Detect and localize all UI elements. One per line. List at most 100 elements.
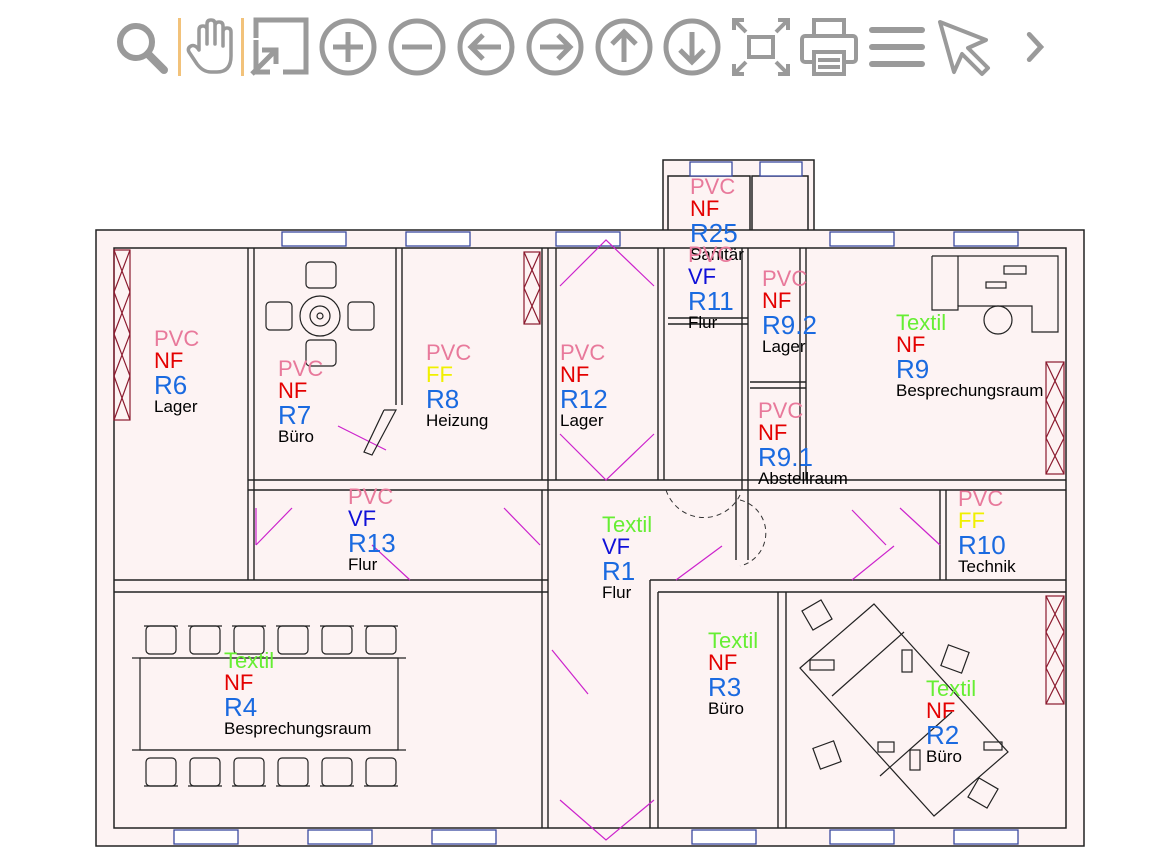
floor-class: NF <box>926 698 956 723</box>
round-table <box>265 261 375 367</box>
office-desks <box>799 599 1009 817</box>
floor-class: FF <box>958 508 985 533</box>
room-label-r2[interactable]: Textil NF R2 Büro <box>926 676 977 766</box>
arrow-left-icon[interactable] <box>455 16 517 78</box>
room-name: Lager <box>762 337 806 356</box>
floor-type: PVC <box>688 242 734 267</box>
zoom-out-icon[interactable] <box>386 16 448 78</box>
room-label-r8[interactable]: PVC FF R8 Heizung <box>426 340 489 430</box>
room-id: R1 <box>602 556 636 586</box>
floor-type: Textil <box>708 628 759 653</box>
floor-class: NF <box>690 196 720 221</box>
floor-type: PVC <box>758 398 804 423</box>
interior-walls <box>114 248 1066 828</box>
room-label-r9[interactable]: Textil NF R9 Besprechungsraum <box>896 310 1044 400</box>
floor-type: Textil <box>224 648 275 673</box>
room-name: Flur <box>348 555 378 574</box>
room-id: R11 <box>688 286 734 316</box>
door-swings <box>255 239 941 841</box>
room-name: Technik <box>958 557 1016 576</box>
room-name: Abstellraum <box>758 469 848 488</box>
windows <box>173 161 1019 845</box>
room-name: Flur <box>602 583 632 602</box>
outer-walls <box>95 159 1085 847</box>
room-id: R9 <box>896 354 930 384</box>
floor-type: PVC <box>348 484 394 509</box>
room-label-r10[interactable]: PVC FF R10 Technik <box>958 486 1016 576</box>
room-label-r6[interactable]: PVC NF R6 Lager <box>154 328 199 416</box>
room-id: R6 <box>154 370 188 400</box>
floor-class: NF <box>758 420 788 445</box>
viewer-toolbar <box>0 0 1176 100</box>
room-label-r13[interactable]: PVC VF R13 Flur <box>348 484 396 574</box>
zoom-in-icon[interactable] <box>317 16 379 78</box>
room-label-r4[interactable]: Textil NF R4 Besprechungsraum <box>224 648 371 738</box>
floor-type: Textil <box>926 676 977 701</box>
floor-type: Textil <box>602 512 653 537</box>
fit-extents-icon[interactable] <box>730 16 792 78</box>
floor-class: NF <box>224 670 254 695</box>
floor-type: PVC <box>560 340 606 365</box>
room-label-r12[interactable]: PVC NF R12 Lager <box>560 340 608 430</box>
room-id: R9.2 <box>762 310 817 340</box>
room-id: R12 <box>560 384 608 414</box>
more-chevron-icon[interactable] <box>1006 16 1066 78</box>
floor-class: NF <box>560 362 590 387</box>
room-id: R25 <box>690 218 738 248</box>
room-name: Lager <box>154 397 198 416</box>
floor-class: NF <box>896 332 926 357</box>
floor-type: PVC <box>762 266 808 291</box>
room-name: Lager <box>560 411 604 430</box>
room-id: R13 <box>348 528 396 558</box>
pan-hand-icon[interactable] <box>181 16 243 78</box>
print-icon[interactable] <box>798 16 860 78</box>
room-name: Flur <box>688 313 718 332</box>
room-label-r25[interactable]: PVC NF R25 Sanitär <box>690 174 744 264</box>
storage-shelves <box>113 249 1065 705</box>
floor-class: VF <box>688 264 717 289</box>
floor-type: PVC <box>958 486 1004 511</box>
door-leaf <box>363 409 397 456</box>
floor-type: PVC <box>426 340 472 365</box>
room-id: R7 <box>278 400 312 430</box>
room-id: R9.1 <box>758 442 813 472</box>
room-id: R4 <box>224 692 258 722</box>
arrow-down-icon[interactable] <box>661 16 723 78</box>
floor-class: NF <box>708 650 738 675</box>
zoom-window-icon[interactable] <box>248 16 310 78</box>
room-id: R8 <box>426 384 460 414</box>
room-name: Sanitär <box>690 245 744 264</box>
room-label-r11[interactable]: PVC VF R11 Flur <box>688 242 734 332</box>
conference-table <box>132 657 406 751</box>
room-label-r9-2[interactable]: PVC NF R9.2 Lager <box>762 266 817 356</box>
floor-class: NF <box>278 378 308 403</box>
room-label-r9-1[interactable]: PVC NF R9.1 Abstellraum <box>758 398 848 488</box>
floor-type: PVC <box>278 356 324 381</box>
floor-type: PVC <box>690 174 736 199</box>
arrow-right-icon[interactable] <box>524 16 586 78</box>
floor-type: Textil <box>896 310 947 335</box>
menu-icon[interactable] <box>866 16 928 78</box>
floor-area <box>96 230 1084 846</box>
room-label-r3[interactable]: Textil NF R3 Büro <box>708 628 759 718</box>
toolbar-separator <box>241 18 244 76</box>
room-name: Besprechungsraum <box>896 381 1044 400</box>
room-label-r7[interactable]: PVC NF R7 Büro <box>278 356 324 446</box>
workstation <box>931 255 1059 335</box>
door-arcs <box>665 489 767 567</box>
floor-class: VF <box>602 534 631 559</box>
room-name: Heizung <box>426 411 489 430</box>
room-label-r1[interactable]: Textil VF R1 Flur <box>602 512 653 602</box>
floor-class: NF <box>154 348 184 373</box>
room-id: R10 <box>958 530 1006 560</box>
room-name: Büro <box>278 427 314 446</box>
zoom-search-icon[interactable] <box>110 16 172 78</box>
room-name: Büro <box>926 747 962 766</box>
toolbar-separator <box>178 18 181 76</box>
arrow-up-icon[interactable] <box>593 16 655 78</box>
conference-chairs <box>144 625 398 787</box>
select-cursor-icon[interactable] <box>934 16 996 78</box>
floor-class: VF <box>348 506 377 531</box>
